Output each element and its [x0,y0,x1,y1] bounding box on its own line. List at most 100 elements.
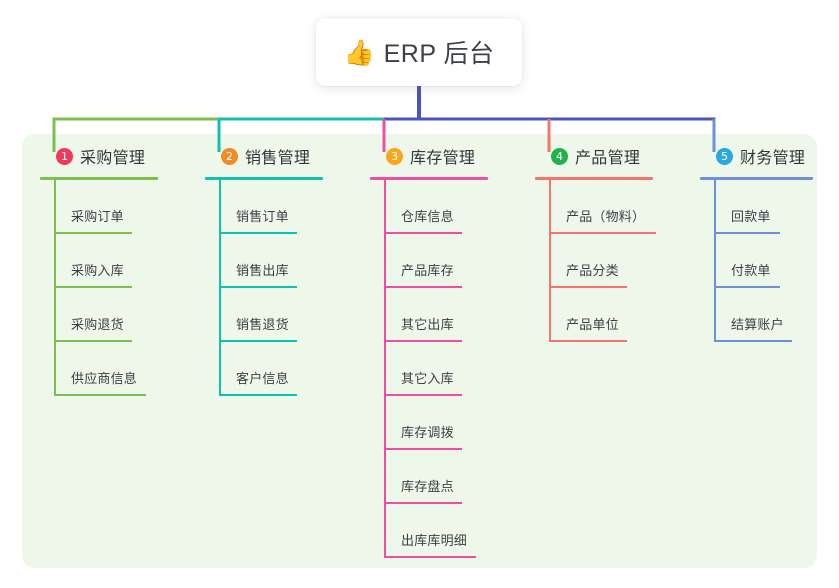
column-rule [40,177,158,180]
leaf-label: 其它入库 [401,371,454,386]
column-title: 产品管理 [575,150,641,167]
column-spine [384,180,386,558]
column-rule [535,177,653,180]
leaf-label: 库存盘点 [401,479,454,494]
leaf-rule [549,340,627,342]
leaf-label: 产品库存 [401,263,454,278]
leaf-rule [549,286,627,288]
leaf-rule [714,340,792,342]
leaf-item[interactable]: 付款单 [700,234,839,288]
column-title: 销售管理 [245,150,311,167]
column-items: 产品（物料） 产品分类产品单位 [535,180,705,342]
leaf-item[interactable]: 库存调拨 [370,396,530,450]
column-title: 库存管理 [410,150,476,167]
column-items: 仓库信息产品库存其它出库其它入库库存调拨库存盘点出库库明细 [370,180,530,558]
leaf-rule [384,448,462,450]
leaf-label: 采购订单 [71,209,124,224]
column-header-3[interactable]: 3 库存管理 [370,144,530,168]
leaf-item[interactable]: 结算账户 [700,288,839,342]
leaf-item[interactable]: 产品库存 [370,234,530,288]
leaf-rule [219,394,297,396]
column-header-5[interactable]: 5 财务管理 [700,144,839,168]
leaf-item[interactable]: 采购退货 [40,288,200,342]
column-title: 采购管理 [80,150,146,167]
leaf-rule [549,232,656,234]
column-rule [205,177,323,180]
leaf-label: 出库库明细 [401,533,468,548]
leaf-label: 采购退货 [71,317,124,332]
leaf-item[interactable]: 其它出库 [370,288,530,342]
leaf-label: 回款单 [731,209,771,224]
leaf-label: 产品（物料） [566,209,646,224]
leaf-item[interactable]: 采购入库 [40,234,200,288]
column-badge-3: 3 [386,147,403,165]
column-items: 回款单付款单结算账户 [700,180,839,342]
leaf-label: 供应商信息 [71,371,138,386]
leaf-item[interactable]: 销售订单 [205,180,365,234]
column-1: 1 采购管理采购订单采购入库采购退货供应商信息 [40,144,200,396]
column-badge-4: 4 [551,147,568,165]
leaf-label: 产品单位 [566,317,619,332]
leaf-rule [219,232,297,234]
leaf-rule [384,232,462,234]
column-header-1[interactable]: 1 采购管理 [40,144,200,168]
leaf-rule [384,556,476,558]
column-rule [700,177,813,180]
column-5: 5 财务管理回款单付款单结算账户 [700,144,839,342]
column-spine [219,180,221,396]
leaf-item[interactable]: 仓库信息 [370,180,530,234]
leaf-label: 结算账户 [731,317,784,332]
leaf-item[interactable]: 其它入库 [370,342,530,396]
leaf-rule [384,394,462,396]
leaf-label: 销售订单 [236,209,289,224]
leaf-rule [219,286,297,288]
column-spine [549,180,551,342]
column-header-4[interactable]: 4 产品管理 [535,144,705,168]
column-spine [714,180,716,342]
leaf-rule [384,340,462,342]
leaf-label: 付款单 [731,263,771,278]
leaf-item[interactable]: 销售出库 [205,234,365,288]
column-header-2[interactable]: 2 销售管理 [205,144,365,168]
leaf-item[interactable]: 产品单位 [535,288,705,342]
leaf-rule [54,394,146,396]
column-title: 财务管理 [740,150,806,167]
leaf-rule [714,286,780,288]
leaf-rule [54,286,132,288]
column-badge-5: 5 [716,147,733,165]
root-node[interactable]: 👍 ERP 后台 [316,18,522,86]
column-badge-1: 1 [56,147,73,165]
column-spine [54,180,56,396]
column-items: 采购订单采购入库采购退货供应商信息 [40,180,200,396]
leaf-item[interactable]: 回款单 [700,180,839,234]
leaf-label: 库存调拨 [401,425,454,440]
column-3: 3 库存管理仓库信息产品库存其它出库其它入库库存调拨库存盘点出库库明细 [370,144,530,558]
leaf-item[interactable]: 供应商信息 [40,342,200,396]
leaf-rule [219,340,297,342]
leaf-rule [54,232,132,234]
leaf-item[interactable]: 产品分类 [535,234,705,288]
leaf-item[interactable]: 出库库明细 [370,504,530,558]
leaf-label: 销售出库 [236,263,289,278]
leaf-item[interactable]: 库存盘点 [370,450,530,504]
leaf-label: 客户信息 [236,371,289,386]
leaf-item[interactable]: 产品（物料） [535,180,705,234]
root-title: ERP 后台 [383,40,495,68]
column-4: 4 产品管理产品（物料） 产品分类产品单位 [535,144,705,342]
column-badge-2: 2 [221,147,238,165]
leaf-item[interactable]: 销售退货 [205,288,365,342]
leaf-item[interactable]: 客户信息 [205,342,365,396]
diagram-panel [22,134,817,568]
thumbs-up-icon: 👍 [343,38,375,67]
leaf-rule [384,502,462,504]
leaf-rule [714,232,780,234]
leaf-label: 采购入库 [71,263,124,278]
leaf-rule [384,286,462,288]
leaf-label: 销售退货 [236,317,289,332]
leaf-label: 其它出库 [401,317,454,332]
column-rule [370,177,488,180]
leaf-label: 仓库信息 [401,209,454,224]
leaf-item[interactable]: 采购订单 [40,180,200,234]
column-2: 2 销售管理销售订单销售出库销售退货客户信息 [205,144,365,396]
